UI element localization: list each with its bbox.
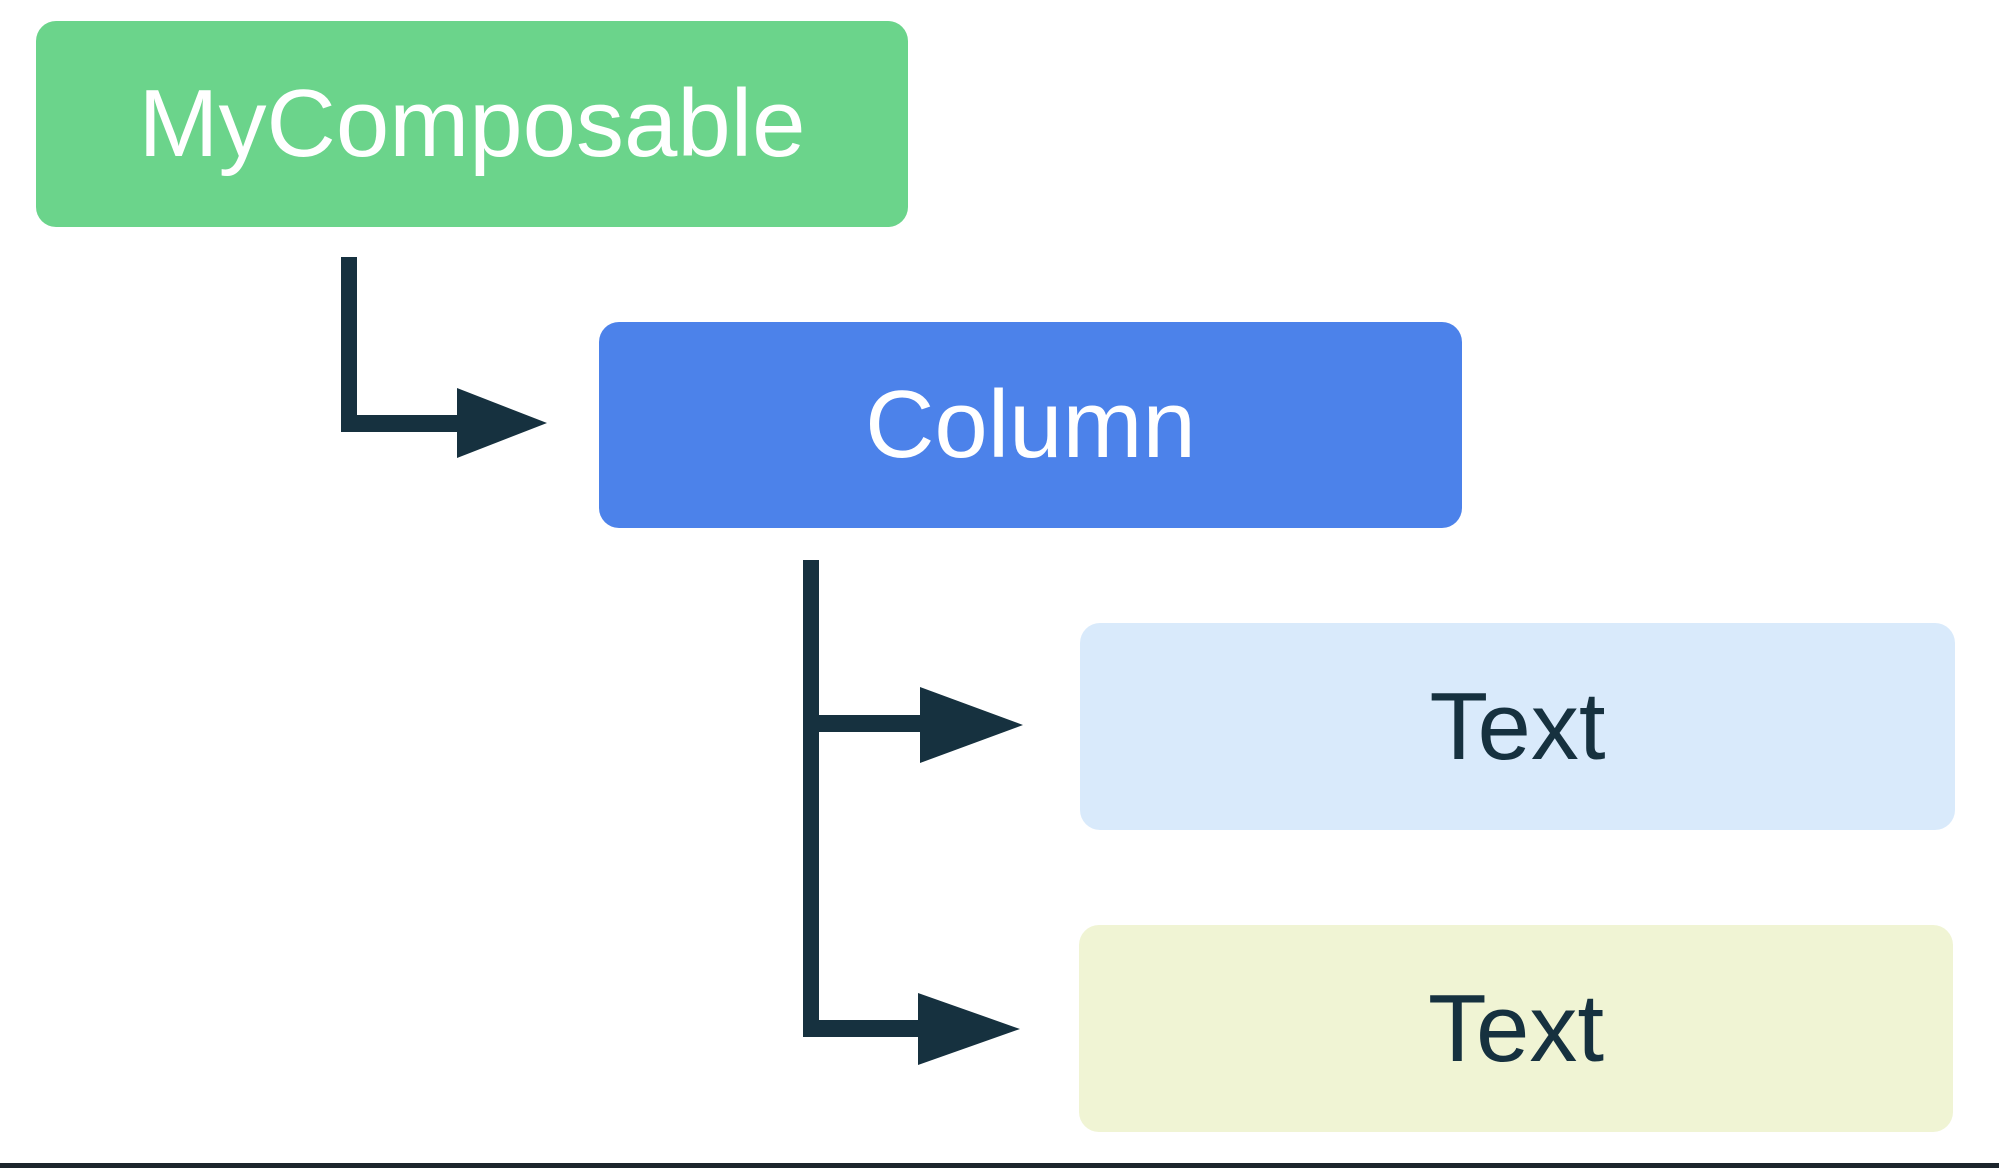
- node-mycomposable: MyComposable: [36, 21, 908, 227]
- node-column: Column: [599, 322, 1462, 528]
- node-text-1: Text: [1080, 623, 1955, 830]
- node-mycomposable-label: MyComposable: [138, 70, 806, 177]
- arrow-mycomposable-to-column-icon: [341, 257, 547, 458]
- node-column-label: Column: [865, 371, 1196, 478]
- bottom-border-line: [0, 1163, 1999, 1168]
- arrow-column-trunk-line: [803, 560, 819, 1037]
- arrow-column-to-text-1-icon: [803, 687, 1023, 763]
- node-text-1-label: Text: [1429, 672, 1606, 780]
- node-text-2-label: Text: [1427, 974, 1605, 1082]
- node-text-2: Text: [1079, 925, 1953, 1132]
- arrow-column-to-text-2-icon: [803, 993, 1020, 1065]
